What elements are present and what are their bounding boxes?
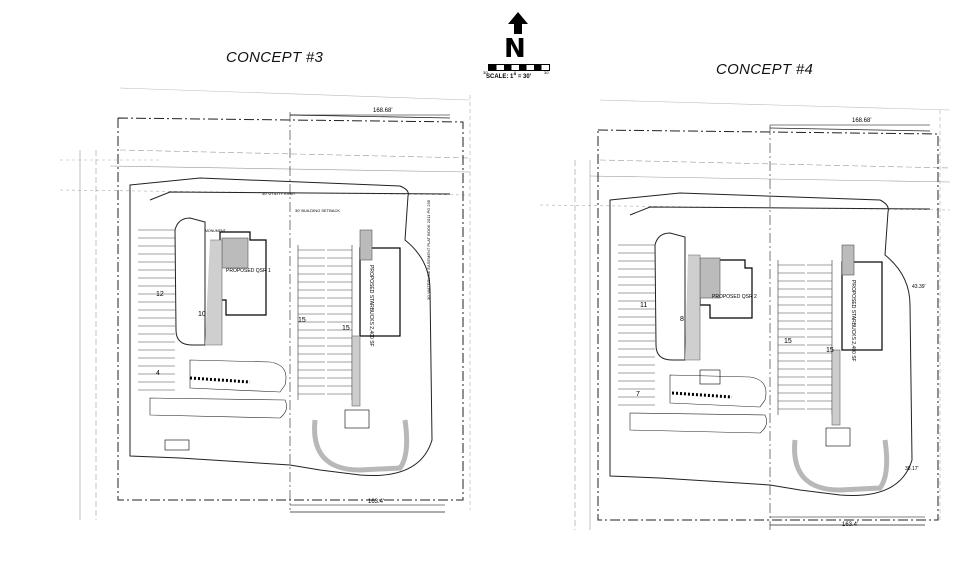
concept4-building-qsr: PROPOSED QSR 2 bbox=[712, 294, 757, 300]
concept3-utility-label: 30' UTILITY ESMT bbox=[262, 191, 296, 196]
scale-tick-right: 30' bbox=[544, 70, 550, 75]
concept3-dim-bottom: 163.4' bbox=[368, 499, 384, 505]
concept3-stall-count-2: 10 bbox=[198, 311, 206, 318]
concept3-title: CONCEPT #3 bbox=[226, 49, 324, 66]
concept4-stall-count-1: 11 bbox=[640, 302, 647, 309]
concept3-parking-stripes bbox=[138, 229, 352, 395]
scale-tick-left: 30' bbox=[483, 70, 489, 75]
concept4-parking-stripes bbox=[618, 244, 832, 410]
concept4-building-starbucks: PROPOSED STARBUCKS 2,400 SF bbox=[850, 280, 856, 362]
concept3-building-starbucks: PROPOSED STARBUCKS 2,400 SF bbox=[368, 265, 374, 347]
concept3-dim-top: 168.68' bbox=[373, 108, 393, 114]
concept4-dim-right2: 38.17' bbox=[905, 466, 919, 472]
concept3-easement-label: 30' WATERLINE EASEMENT PLAT BOOK 2011 PG… bbox=[426, 199, 431, 300]
concept3-plan bbox=[59, 87, 471, 520]
concept4-stall-count-2: 8 bbox=[680, 316, 684, 323]
scale-label: SCALE: 1" = 30' bbox=[486, 74, 532, 80]
concept3-stall-count-3: 4 bbox=[156, 370, 160, 377]
concept4-stall-count-5: 15 bbox=[826, 347, 834, 354]
concept3-monument-label: MONUMENT bbox=[205, 229, 226, 233]
concept4-stall-count-4: 15 bbox=[784, 338, 792, 345]
concept3-stall-count-4: 15 bbox=[298, 317, 306, 324]
north-arrow-icon bbox=[508, 12, 528, 34]
concept3-stall-count-1: 12 bbox=[156, 291, 164, 298]
concept3-building-qsr: PROPOSED QSR 1 bbox=[226, 268, 271, 274]
north-letter: N bbox=[504, 34, 526, 64]
concept4-dim-bottom: 163.4' bbox=[842, 522, 858, 528]
concept4-plan bbox=[539, 99, 951, 530]
scale-tick-mid: 0 bbox=[514, 70, 517, 75]
concept4-dim-top: 168.68' bbox=[852, 118, 872, 124]
concept4-dim-right: 43.39' bbox=[912, 284, 926, 290]
concept4-title: CONCEPT #4 bbox=[716, 61, 814, 78]
concept3-stall-count-5: 15 bbox=[342, 325, 350, 332]
concept3-setback-label: 30' BUILDING SETBACK bbox=[295, 208, 340, 213]
concept4-stall-count-3: 7 bbox=[636, 391, 640, 398]
north-arrow-scale: N 30' 0 30' SCALE: 1" = 30' bbox=[478, 8, 558, 86]
scale-bar bbox=[488, 64, 550, 71]
